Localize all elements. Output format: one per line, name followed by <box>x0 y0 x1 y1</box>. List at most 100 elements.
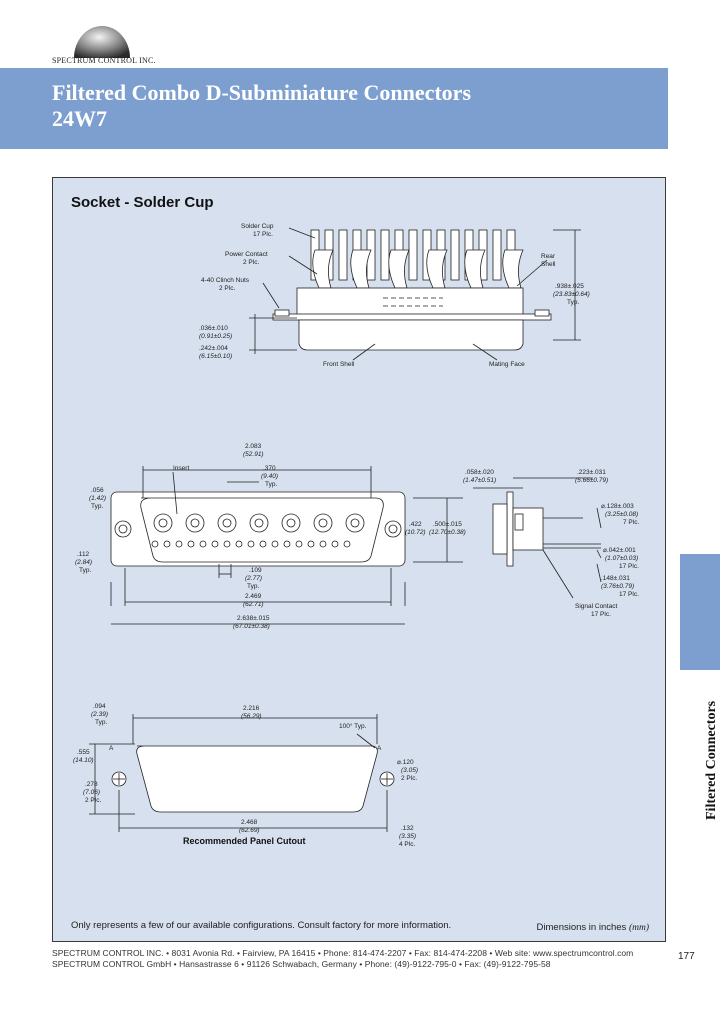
label-height: .555 <box>77 749 90 756</box>
label-power-contact: Power Contact <box>225 251 268 258</box>
label-pitch-power: .370 <box>263 465 276 472</box>
front-shell <box>298 319 524 351</box>
label-front-mm: (6.15±0.10) <box>199 353 232 360</box>
label-height-a-mm: (10.72) <box>405 529 426 536</box>
label-width-top: 2.216 <box>243 705 260 712</box>
label-signal-pitch: .109 <box>249 567 262 574</box>
side-tab-label: Filtered Connectors <box>686 680 719 820</box>
label-hole-qty: 2 Plc. <box>401 775 417 782</box>
footer: SPECTRUM CONTROL INC. • 8031 Avonia Rd. … <box>52 948 633 970</box>
dimensions-note-unit: (mm) <box>628 923 649 933</box>
technical-drawings: Solder Cup 17 Plc. Power Contact 2 Plc. … <box>73 223 639 848</box>
label-signal-dia-mm: (1.07±0.03) <box>605 555 638 562</box>
side-view-labels: Solder Cup 17 Plc. Power Contact 2 Plc. … <box>199 223 590 368</box>
cutout-labels: .094 (2.39) Typ. 2.216 (56.29) 100° Typ.… <box>73 703 418 848</box>
label-power-dia-mm: (3.25±0.08) <box>605 511 638 518</box>
label-spacing-mm: (62.69) <box>239 827 260 834</box>
label-offset-qty: 2 Plc. <box>85 797 101 804</box>
label-corner-typ: Typ. <box>95 719 107 726</box>
page-subtitle: 24W7 <box>52 106 107 131</box>
availability-note: Only represents a few of our available c… <box>71 920 452 931</box>
label-height-b-mm: (12.70±0.38) <box>429 529 466 536</box>
dimensions-note: Dimensions in inches (mm) <box>537 922 649 933</box>
label-depth-mm: (1.47±0.51) <box>463 477 496 484</box>
label-height-a: .422 <box>409 521 422 528</box>
label-front-shell: Front Shell <box>323 361 355 368</box>
label-signal-len-mm: (3.76±0.79) <box>601 583 634 590</box>
label-overall-width: 2.638±.015 <box>237 615 270 622</box>
label-mount-typ: Typ. <box>91 503 103 510</box>
solder-cups <box>310 229 516 281</box>
label-signal-contact-qty: 17 Plc. <box>591 611 611 618</box>
label-corner-mm: (2.39) <box>91 711 108 718</box>
signal-contact-row <box>151 540 351 548</box>
label-signal-qty: 17 Plc. <box>619 563 639 570</box>
label-width-top-mm: (56.29) <box>241 713 262 720</box>
label-mount-hole: .056 <box>91 487 104 494</box>
dimensions-note-text: Dimensions in inches <box>536 922 629 933</box>
label-shell: Shell <box>541 261 556 268</box>
company-name: SPECTRUM CONTROL INC. <box>52 56 156 65</box>
panel-cutout-drawing <box>89 714 395 832</box>
power-contacts <box>312 249 524 289</box>
label-overall-top-mm: (52.91) <box>243 451 264 458</box>
label-cup-dim: .223±.031 <box>577 469 606 476</box>
label-row-typ: Typ. <box>79 567 91 574</box>
label-power-contact-qty: 2 Plc. <box>243 259 259 266</box>
side-tab-text: Filtered Connectors <box>704 700 719 820</box>
label-solder-cup-qty: 17 Plc. <box>253 231 273 238</box>
label-solder-cup: Solder Cup <box>241 223 274 230</box>
label-cup-mm: (5.66±0.79) <box>575 477 608 484</box>
power-contact-row <box>153 513 365 533</box>
label-signal-contact: Signal Contact <box>575 603 617 610</box>
right-side-view-drawing <box>473 477 602 599</box>
label-power-qty: 7 Plc. <box>623 519 639 526</box>
label-mount-hole-mm: (1.42) <box>89 495 106 502</box>
front-view-drawing <box>110 466 463 625</box>
side-view-drawing <box>249 227 581 361</box>
label-height-mm: (23.83±0.64) <box>553 291 590 298</box>
label-overall-top: 2.083 <box>245 443 262 450</box>
label-flange-width-mm: (62.71) <box>243 601 264 608</box>
label-depth-dim: .058±.020 <box>465 469 494 476</box>
label-flange-dim: .036±.010 <box>199 325 228 332</box>
label-height-b: .500±.015 <box>433 521 462 528</box>
label-radius-mm: (3.35) <box>399 833 416 840</box>
company-logo: SPECTRUM CONTROL INC. <box>52 12 172 68</box>
label-point-a-left: A <box>109 745 114 752</box>
title-banner: Filtered Combo D-Subminiature Connectors… <box>0 68 668 149</box>
label-clinch-nuts: 4-40 Clinch Nuts <box>201 277 250 284</box>
section-title: Socket - Solder Cup <box>71 194 214 211</box>
footer-line-de: SPECTRUM CONTROL GmbH • Hansastrasse 6 •… <box>52 959 551 969</box>
label-angle: 100° Typ. <box>339 722 367 730</box>
label-rear: Rear <box>541 253 556 260</box>
rear-shell <box>296 287 524 317</box>
label-clinch-nuts-qty: 2 Plc. <box>219 285 235 292</box>
label-height-mm: (14.10) <box>73 757 94 764</box>
label-flange-mm: (0.91±0.25) <box>199 333 232 340</box>
label-signal-typ: Typ. <box>247 583 259 590</box>
label-radius-qty: 4 Plc. <box>399 841 415 848</box>
label-mating-face: Mating Face <box>489 361 525 368</box>
label-overall-width-mm: (67.01±0.38) <box>233 623 270 630</box>
label-spacing: 2.468 <box>241 819 258 826</box>
label-signal-dia: ⌀.042±.001 <box>603 547 636 554</box>
logo-disc-icon <box>74 26 130 58</box>
label-power-dia: ⌀.128±.003 <box>601 503 634 510</box>
flange <box>272 313 552 321</box>
cutout-shape <box>136 745 378 813</box>
label-radius: .132 <box>401 825 414 832</box>
label-height-dim: .938±.025 <box>555 283 584 290</box>
label-offset: .278 <box>85 781 98 788</box>
page-title: Filtered Combo D-Subminiature Connectors <box>52 80 472 105</box>
label-insert: Insert <box>173 465 189 472</box>
label-hole-dia-mm: (3.05) <box>401 767 418 774</box>
label-pitch-power-mm: (9.40) <box>261 473 278 480</box>
cutout-title: Recommended Panel Cutout <box>183 836 306 846</box>
right-view-labels: .058±.020 (1.47±0.51) .223±.031 (5.66±0.… <box>463 469 639 618</box>
label-point-a-right: A <box>377 745 382 752</box>
side-tab <box>680 554 720 670</box>
drawing-panel: Socket - Solder Cup <box>52 177 666 942</box>
front-view-labels: Insert 2.083 (52.91) .370 (9.40) Typ. .0… <box>75 443 466 630</box>
mount-hole-left <box>114 520 132 538</box>
